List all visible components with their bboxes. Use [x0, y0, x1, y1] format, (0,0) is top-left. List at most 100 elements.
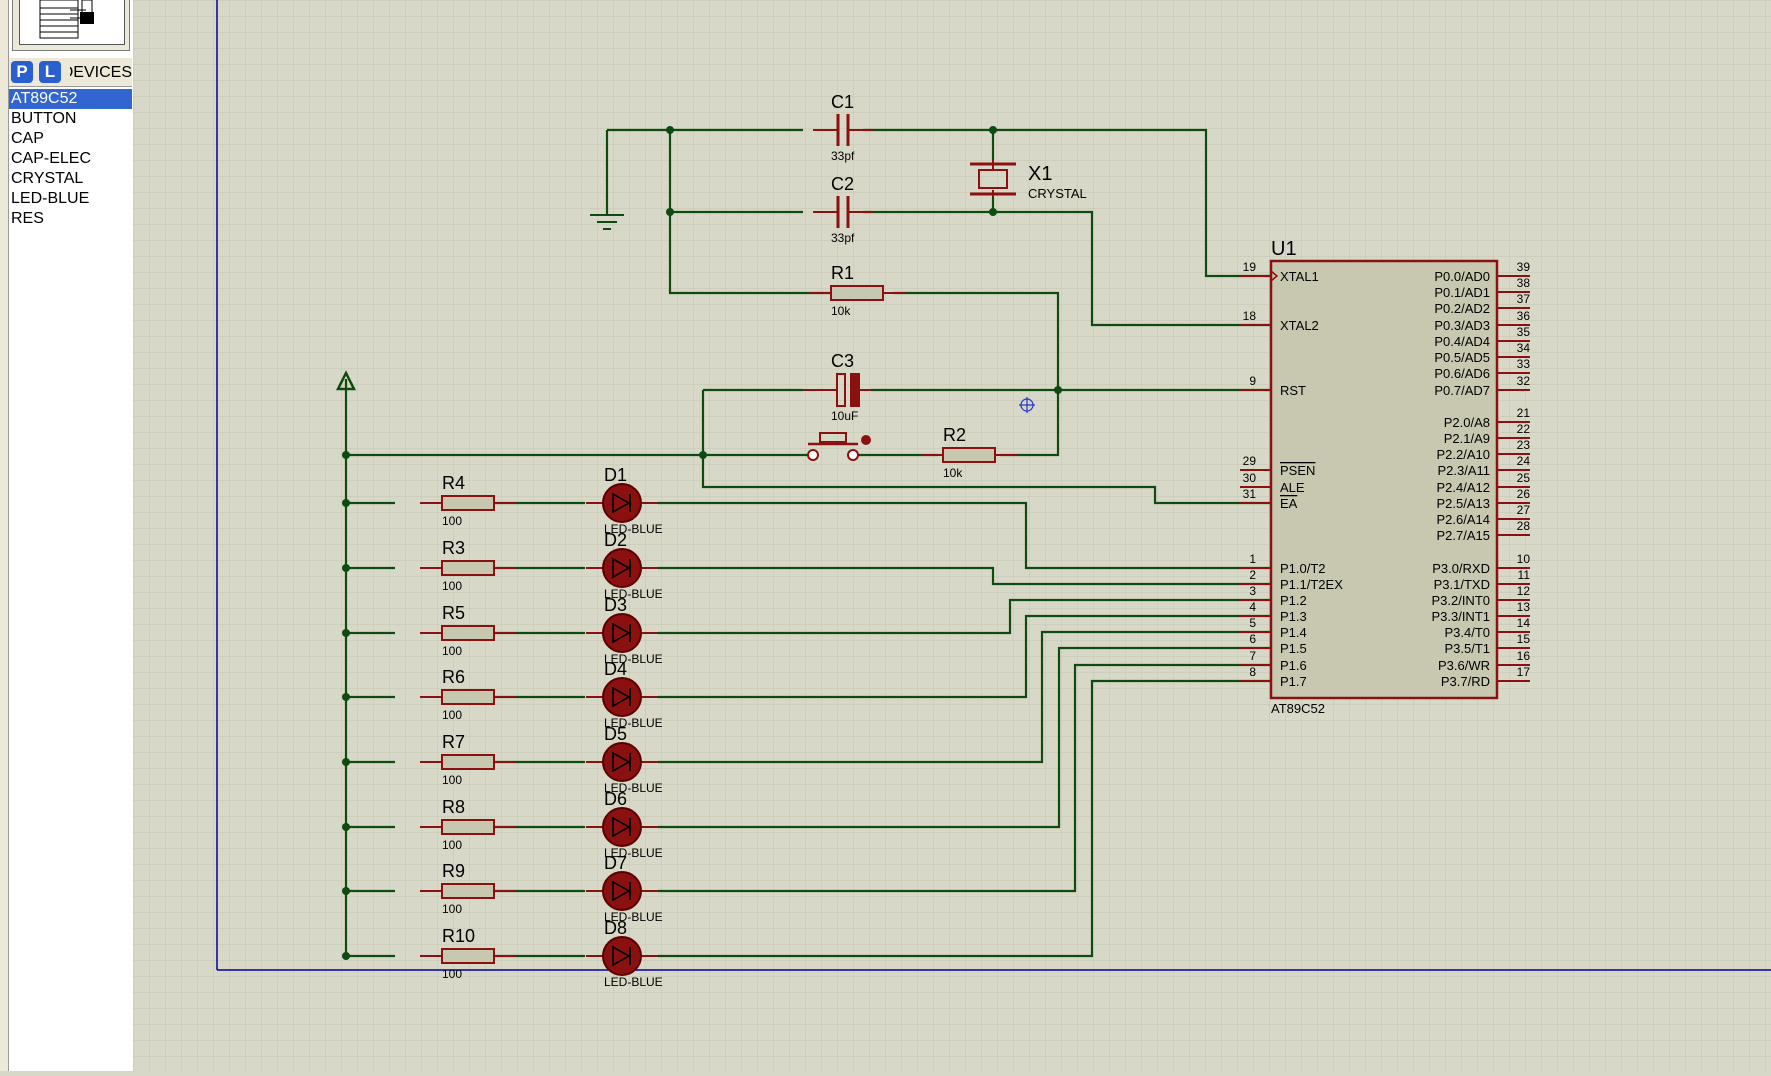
pin-number: 10	[1517, 552, 1531, 566]
pin-name: P3.3/INT1	[1431, 609, 1490, 624]
junction-dot	[342, 693, 350, 701]
pin-number: 32	[1517, 374, 1531, 388]
pin-number: 23	[1517, 438, 1531, 452]
pin-number: 26	[1517, 487, 1531, 501]
diode-triangle	[612, 945, 631, 967]
push-button[interactable]	[807, 432, 871, 461]
wire[interactable]	[863, 210, 1271, 327]
pin-number: 38	[1517, 276, 1531, 290]
pin-number: 1	[1249, 552, 1256, 566]
pin-name: P0.2/AD2	[1434, 301, 1490, 316]
resistor-body	[942, 447, 996, 463]
wire[interactable]	[658, 566, 1271, 586]
device-item[interactable]: CAP	[11, 130, 44, 147]
pin-name: P2.3/A11	[1437, 463, 1490, 478]
pin-name: P1.4	[1280, 625, 1307, 640]
pin-name: P1.6	[1280, 658, 1307, 673]
device-item[interactable]: CRYSTAL	[11, 170, 84, 187]
diode-triangle	[612, 686, 631, 708]
pin-number: 27	[1517, 503, 1531, 517]
wire[interactable]	[863, 128, 1271, 278]
led-type: LED-BLUE	[604, 781, 663, 795]
wire[interactable]	[658, 679, 1271, 958]
diode-triangle	[612, 557, 631, 579]
pin-number: 33	[1517, 357, 1531, 371]
chip-u1[interactable]: U1AT89C5219XTAL118XTAL29RST29PSEN30ALE31…	[1240, 238, 1530, 716]
wire[interactable]	[658, 501, 1271, 570]
wire[interactable]	[658, 663, 1271, 893]
device-item[interactable]: LED-BLUE	[11, 190, 90, 207]
pin-number: 11	[1518, 568, 1531, 582]
led-ref: D1	[604, 465, 627, 485]
pin-name: P2.2/A10	[1437, 447, 1491, 462]
wire[interactable]	[658, 630, 1271, 764]
wire[interactable]	[658, 614, 1271, 699]
junction-dot	[666, 126, 674, 134]
wire[interactable]	[658, 598, 1271, 635]
chip-part: AT89C52	[1271, 701, 1325, 716]
pin-number: 7	[1249, 649, 1256, 663]
device-item[interactable]: CAP-ELEC	[11, 150, 92, 167]
diode-triangle	[612, 816, 631, 838]
wire[interactable]	[1000, 390, 1060, 457]
pin-name: P1.3	[1280, 609, 1307, 624]
pin-number: 8	[1249, 665, 1256, 679]
pick-devices-button[interactable]: P	[11, 61, 33, 83]
led-body	[602, 483, 642, 523]
led-type: LED-BLUE	[604, 846, 663, 860]
resistor-value: 100	[442, 967, 462, 981]
overview-preview[interactable]	[12, 0, 130, 51]
led-ref: D8	[604, 918, 627, 938]
library-manager-button[interactable]: L	[39, 61, 61, 83]
wire[interactable]	[893, 291, 1060, 390]
pin-name: P2.7/A15	[1437, 528, 1491, 543]
diode-triangle	[612, 622, 631, 644]
device-item[interactable]: BUTTON	[11, 110, 77, 127]
resistor-value: 10k	[943, 466, 963, 480]
wire[interactable]	[658, 646, 1271, 829]
pin-number: 29	[1243, 454, 1257, 468]
device-item[interactable]: AT89C52	[9, 89, 132, 109]
pin-name: P2.1/A9	[1444, 431, 1490, 446]
pin-name: P0.1/AD1	[1434, 285, 1490, 300]
pin-name: P3.6/WR	[1438, 658, 1490, 673]
wire[interactable]	[668, 130, 831, 295]
wires[interactable]	[342, 126, 1271, 960]
diode-triangle	[612, 751, 631, 773]
device-item[interactable]: RES	[11, 210, 44, 227]
led-ref: D5	[604, 724, 627, 744]
pin-number: 12	[1517, 584, 1531, 598]
pin-number: 36	[1517, 309, 1531, 323]
resistor-body	[441, 883, 495, 899]
overview-thumbnail[interactable]	[19, 0, 125, 45]
pin-number: 9	[1249, 374, 1256, 388]
junction-dot	[342, 758, 350, 766]
resistor-value: 100	[442, 902, 462, 916]
